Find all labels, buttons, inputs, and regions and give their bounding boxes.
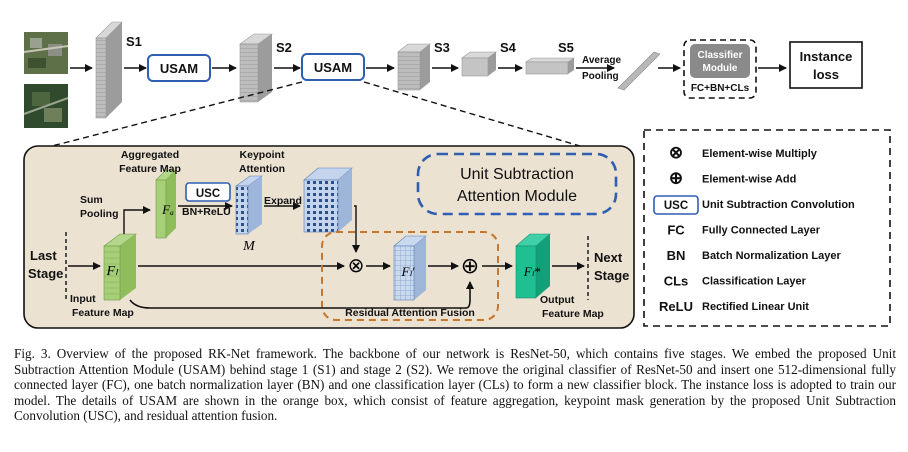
aggregated-feature-map <box>155 169 177 239</box>
legend: ⊗ Element-wise Multiply ⊕ Element-wise AddU… <box>653 143 855 314</box>
input-map-label-1: Input <box>70 293 96 305</box>
usam-label-2: USAM <box>314 60 352 75</box>
fa-symbol: Fₐ <box>161 202 174 217</box>
classifier-title-2: Module <box>703 63 738 74</box>
attended-feature-map <box>393 235 427 301</box>
legend-symbol-2: USC <box>664 200 688 212</box>
aerial-image-2 <box>23 84 69 128</box>
sum-pooling-label-2: Pooling <box>80 208 119 220</box>
keypoint-label-1: Keypoint <box>240 149 285 161</box>
expanded-mask <box>303 167 353 233</box>
last-stage-label-2: Stage <box>28 266 63 281</box>
output-map-label-1: Output <box>540 294 575 306</box>
usam-label-1: USAM <box>160 61 198 76</box>
legend-text-2: Unit Subtraction Convolution <box>702 199 855 211</box>
aerial-image-1 <box>23 32 69 74</box>
residual-skip-arrow <box>129 281 474 309</box>
pooled-vector <box>617 51 661 91</box>
legend-symbol-0: ⊗ <box>669 143 683 162</box>
stage-3-label: S3 <box>434 40 450 55</box>
expand-label: Expand <box>264 195 302 207</box>
fl-prime-symbol: Fₗ′ <box>401 264 415 279</box>
keypoint-mask <box>235 175 263 235</box>
legend-symbol-1: ⊕ <box>669 169 683 188</box>
residual-fusion-label: Residual Attention Fusion <box>345 307 475 319</box>
legend-symbol-5: CLs <box>664 274 689 289</box>
classifier-title-1: Classifier <box>697 50 742 61</box>
stage-2-label: S2 <box>276 40 292 55</box>
module-title-2: Attention Module <box>457 188 577 205</box>
module-title-1: Unit Subtraction <box>460 166 574 183</box>
stage-1-block <box>95 21 123 119</box>
legend-box <box>643 129 891 327</box>
legend-symbol-4: BN <box>667 248 686 263</box>
legend-usc-box <box>653 195 699 215</box>
usc-label: USC <box>196 188 220 200</box>
usam-box-2 <box>301 53 365 81</box>
stage-4-block <box>461 51 497 77</box>
classifier-sub: FC+BN+CLs <box>691 83 750 94</box>
stage-1-label: S1 <box>126 34 142 49</box>
fl-symbol: Fₗ <box>106 264 120 279</box>
aggregated-label-2: Feature Map <box>119 163 181 175</box>
last-stage-label-1: Last <box>30 248 57 263</box>
usc-box <box>185 182 231 202</box>
instance-loss-label-2: loss <box>813 67 839 82</box>
mask-symbol: M <box>242 239 256 254</box>
fl-star-symbol: Fₗ* <box>523 264 541 279</box>
sum-pooling-label-1: Sum <box>80 194 103 206</box>
stage-5-label: S5 <box>558 40 574 55</box>
mask-to-multiply-arrow <box>352 205 360 253</box>
output-feature-map <box>515 233 551 299</box>
figure-caption: Fig. 3. Overview of the proposed RK-Net … <box>14 346 896 424</box>
bn-relu-label: BN+ReLU <box>182 206 231 218</box>
zoom-line-right <box>363 81 581 147</box>
keypoint-label-2: Attention <box>239 163 285 175</box>
stage-4-label: S4 <box>500 40 517 55</box>
next-stage-label-2: Stage <box>594 268 629 283</box>
instance-loss-box <box>789 41 863 89</box>
stage-5-block <box>525 57 575 75</box>
usam-box-1 <box>147 54 211 82</box>
multiply-icon: ⊗ <box>348 253 365 277</box>
next-stage-label-1: Next <box>594 250 623 265</box>
legend-text-6: Rectified Linear Unit <box>702 301 809 313</box>
zoom-line-left <box>51 81 303 147</box>
aggregated-label-1: Aggregated <box>121 149 179 161</box>
stage-2-block <box>239 33 273 103</box>
legend-text-1: Element-wise Add <box>702 174 796 186</box>
usam-detail-box <box>23 145 635 329</box>
add-icon: ⊕ <box>461 254 479 279</box>
input-feature-map <box>103 233 137 301</box>
legend-text-3: Fully Connected Layer <box>702 225 821 237</box>
output-map-label-2: Feature Map <box>542 308 604 320</box>
legend-symbol-3: FC <box>667 223 685 238</box>
legend-text-0: Element-wise Multiply <box>702 148 818 160</box>
legend-text-5: Classification Layer <box>702 276 807 288</box>
residual-fusion-box <box>321 231 499 321</box>
legend-symbol-6: ReLU <box>659 299 693 314</box>
sum-pooling-arrow <box>123 206 151 234</box>
legend-text-4: Batch Normalization Layer <box>702 250 841 262</box>
average-pooling-label-1: Average <box>582 55 622 66</box>
framework-diagram: S1 USAM S2 USAM S3 S4 S5 Average Pooling <box>23 21 891 329</box>
average-pooling-label-2: Pooling <box>582 71 619 82</box>
module-title-box <box>416 152 618 216</box>
input-map-label-2: Feature Map <box>72 307 134 319</box>
stage-3-block <box>397 43 431 91</box>
classifier-core <box>690 44 750 78</box>
instance-loss-label-1: Instance <box>800 49 853 64</box>
